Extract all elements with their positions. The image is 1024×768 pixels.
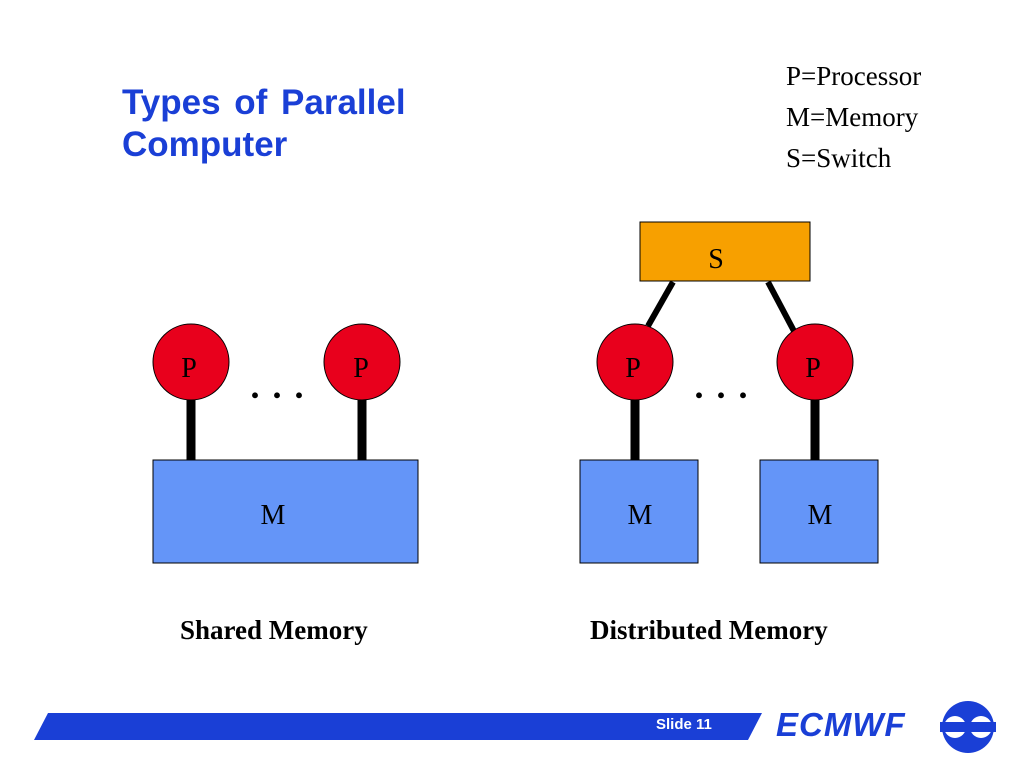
dist-processor-1 xyxy=(596,323,674,401)
legend: P=Processor M=Memory S=Switch xyxy=(786,56,921,179)
dist-memory-block-1 xyxy=(579,459,699,564)
shared-processor-2 xyxy=(323,323,401,401)
footer-bar xyxy=(34,701,996,753)
shared-processor-1 xyxy=(152,323,230,401)
legend-switch: S=Switch xyxy=(786,143,892,173)
dist-processor-2 xyxy=(776,323,854,401)
footer-stripe xyxy=(34,713,762,740)
slide-number: Slide 11 xyxy=(656,716,712,733)
legend-processor: P=Processor xyxy=(786,61,922,91)
slide-title: Types of Parallel Computer xyxy=(122,83,406,164)
distributed-memory-caption: Distributed Memory xyxy=(590,615,828,645)
shared-memory-block xyxy=(152,459,419,564)
ecmwf-brand: ECMWF xyxy=(776,706,906,743)
dist-processor-1-label: P xyxy=(625,353,641,384)
switch-link-1 xyxy=(645,280,676,328)
switch-link-2 xyxy=(765,280,798,335)
parallel-computer-diagram: M P P . . . S M M P P . . . xyxy=(152,221,879,564)
dist-ellipsis: . . . xyxy=(695,366,750,406)
dist-memory-2-label: M xyxy=(808,500,833,531)
shared-memory-label: M xyxy=(261,500,286,531)
dist-memory-1-label: M xyxy=(628,500,653,531)
ecmwf-logo-icon xyxy=(940,701,996,753)
shared-processor-2-label: P xyxy=(353,353,369,384)
shared-memory-caption: Shared Memory xyxy=(180,615,368,645)
shared-ellipsis: . . . xyxy=(251,366,306,406)
shared-processor-1-label: P xyxy=(181,353,197,384)
legend-memory: M=Memory xyxy=(786,102,919,132)
switch-box xyxy=(639,221,811,282)
dist-memory-block-2 xyxy=(759,459,879,564)
dist-processor-2-label: P xyxy=(805,353,821,384)
switch-label: S xyxy=(708,244,724,275)
